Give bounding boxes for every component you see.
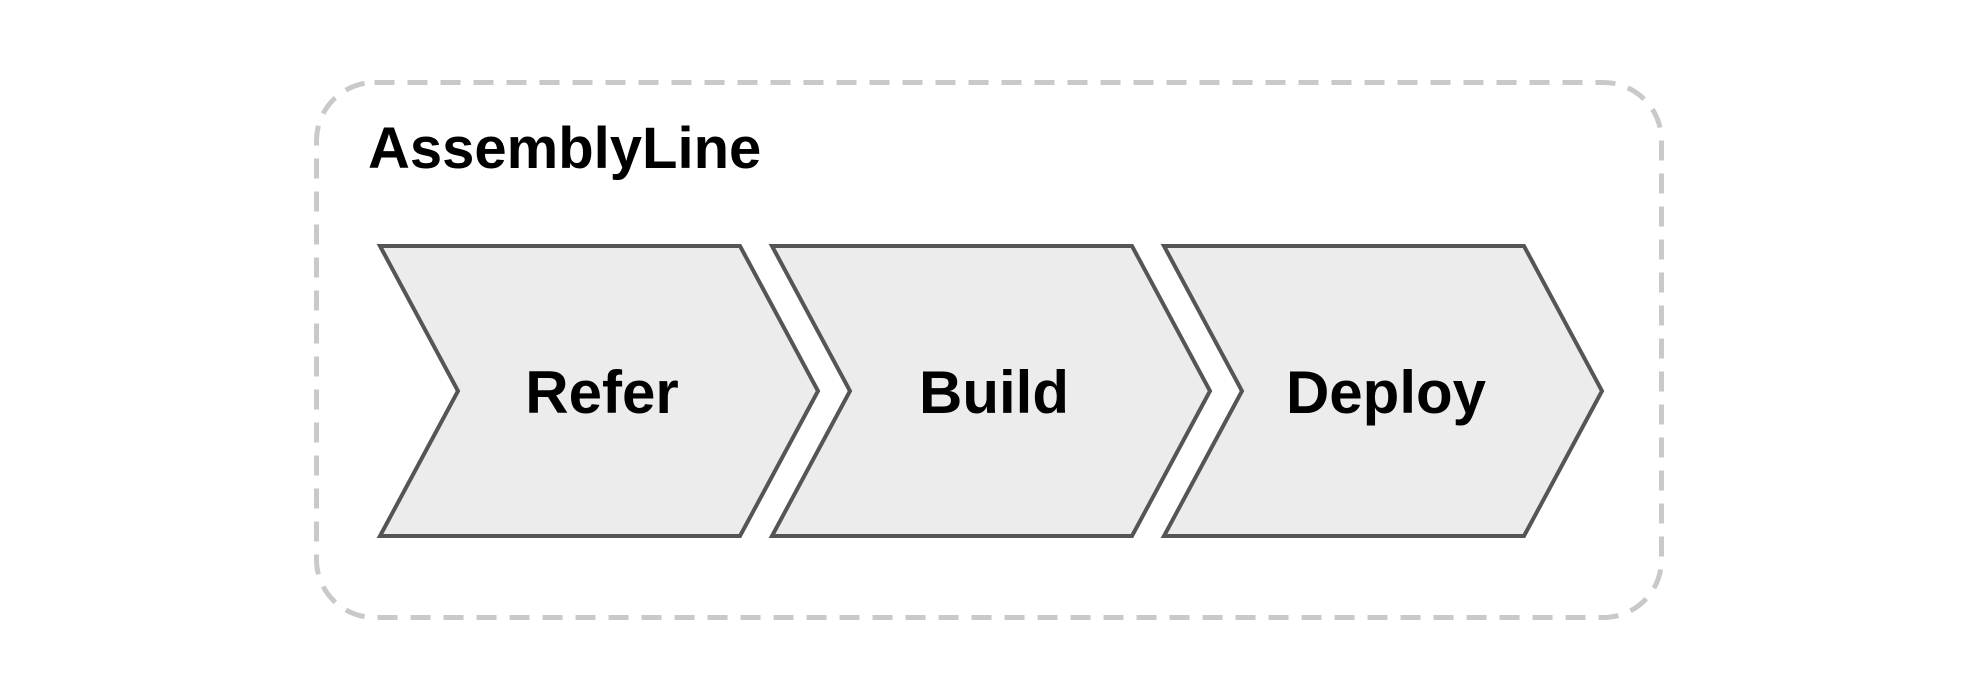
- assembly-line-container-border: [314, 80, 1664, 620]
- step-refer: Refer: [376, 244, 821, 538]
- diagram-title: AssemblyLine: [368, 116, 761, 181]
- step-deploy: Deploy: [1160, 244, 1605, 538]
- step-label-deploy: Deploy: [1286, 359, 1487, 426]
- chevron-shape-deploy: [1160, 244, 1605, 538]
- chevron-shape-refer: [376, 244, 821, 538]
- step-label-refer: Refer: [525, 359, 678, 426]
- step-label-build: Build: [919, 359, 1069, 426]
- chevron-shape-build: [768, 244, 1213, 538]
- step-build: Build: [768, 244, 1213, 538]
